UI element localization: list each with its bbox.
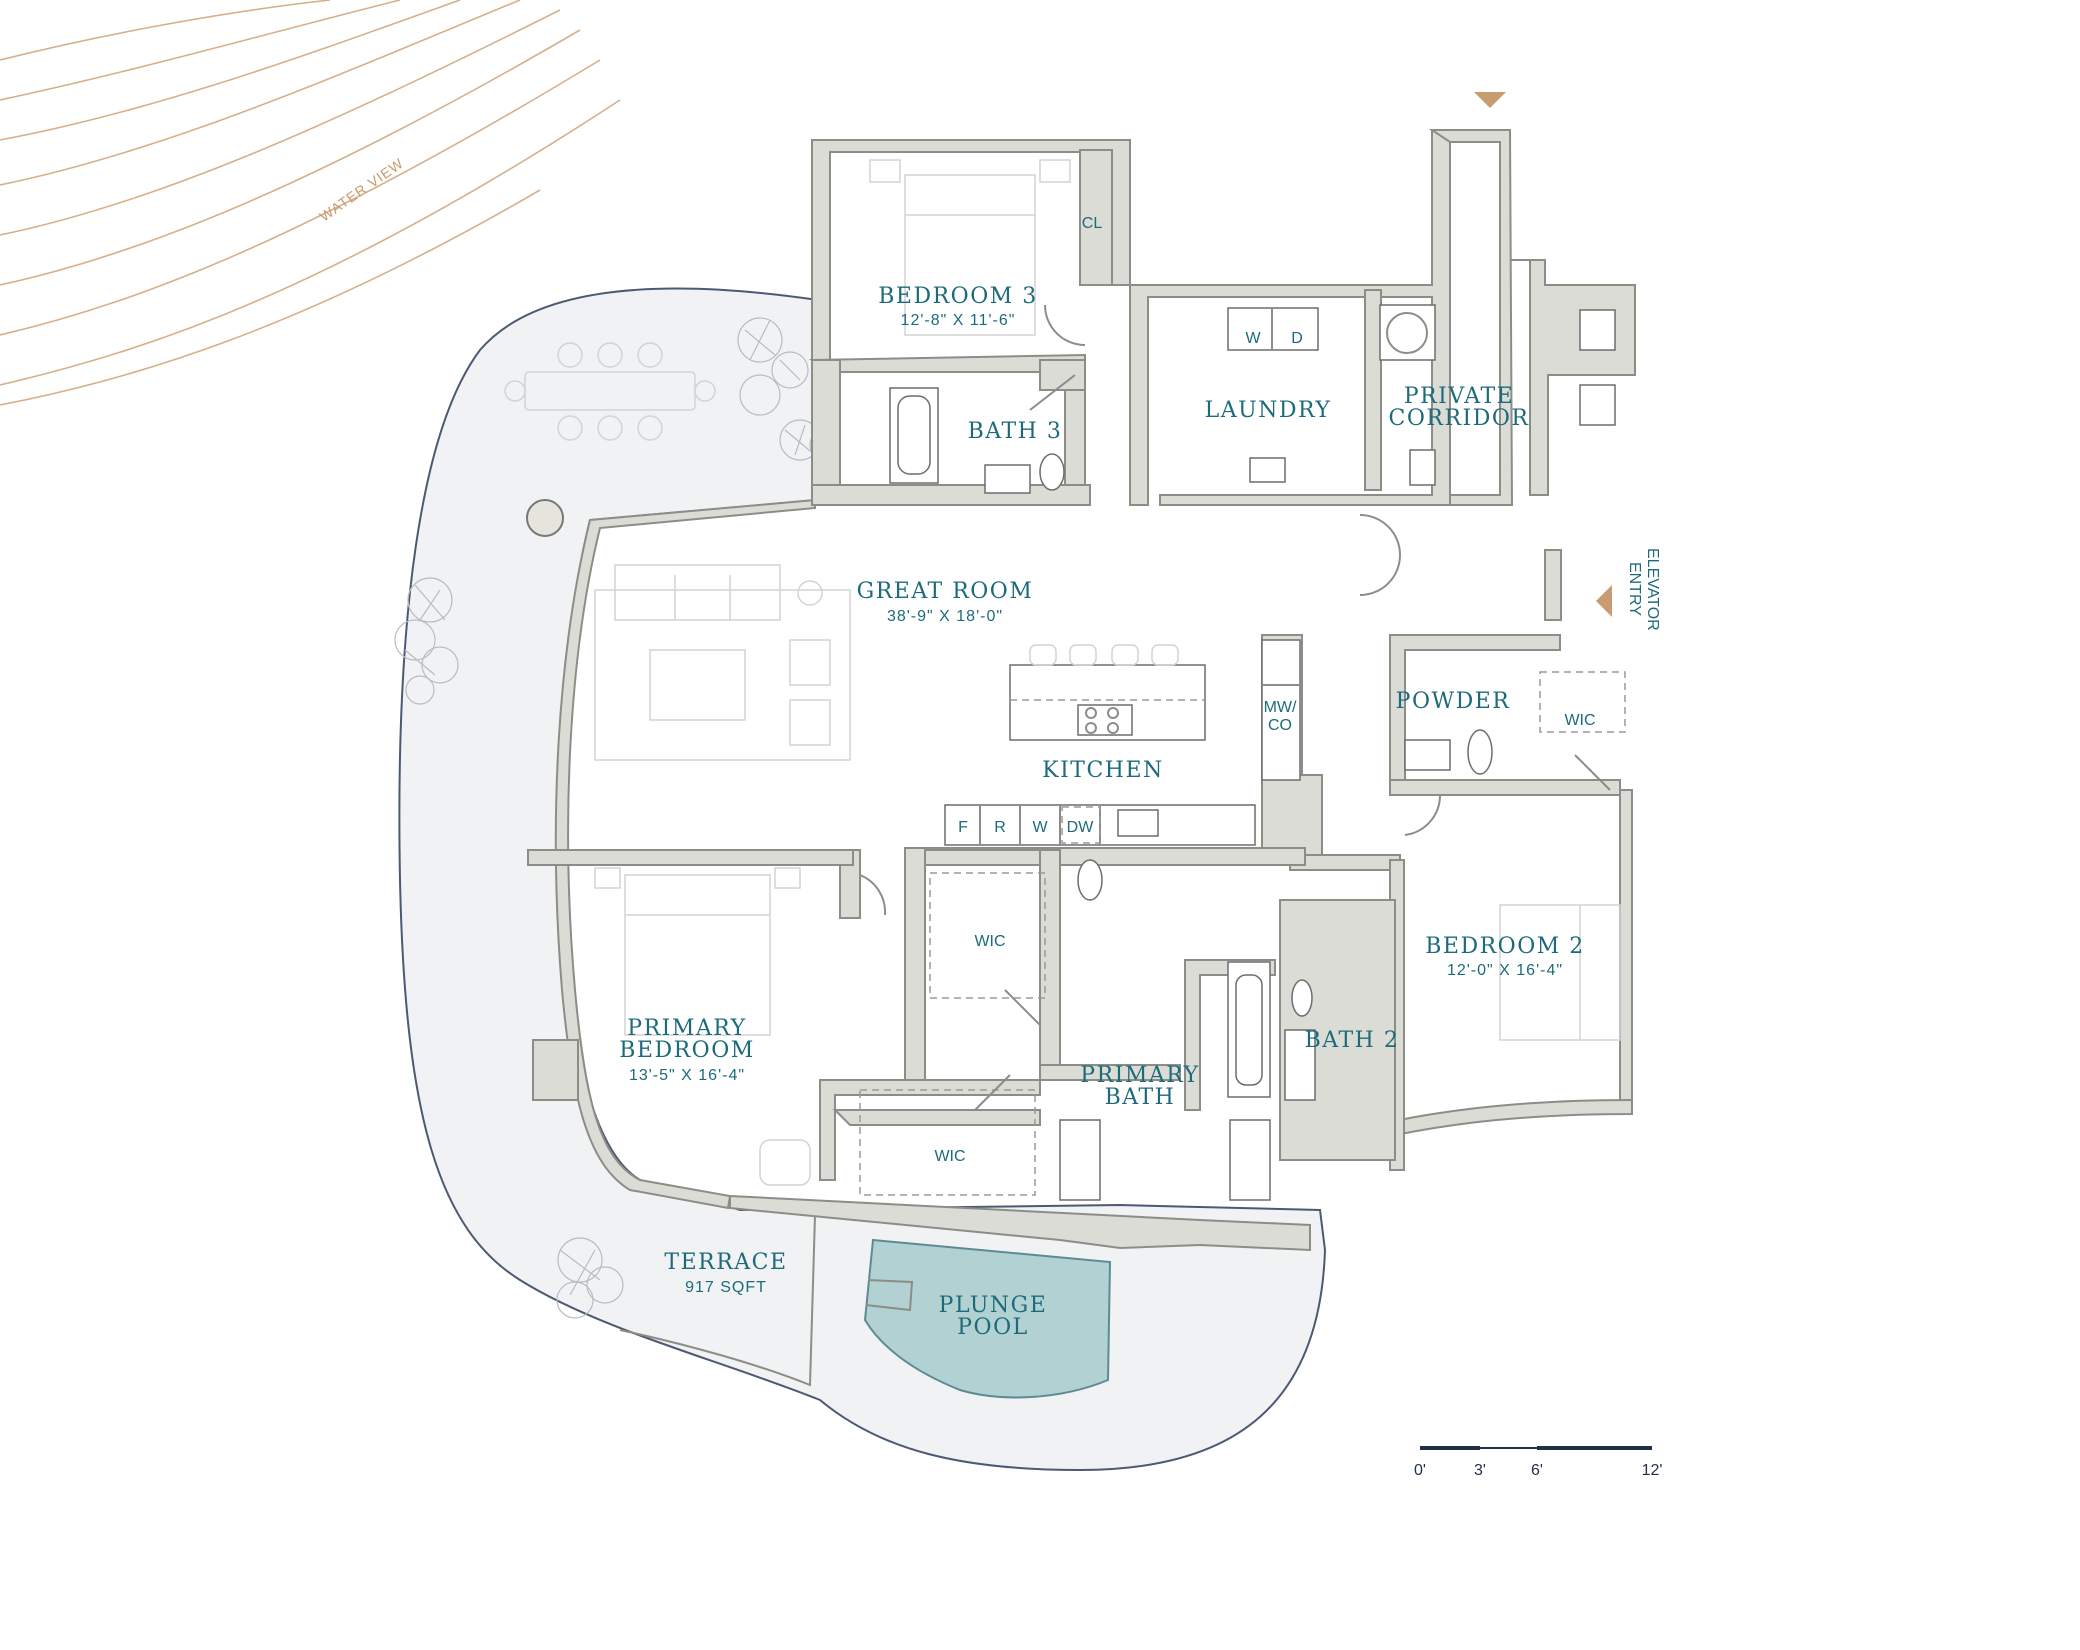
primary-bedroom-label-2: BEDROOM — [619, 1038, 755, 1063]
appliance-range: R — [994, 819, 1006, 836]
terrace-plants — [394, 317, 841, 1319]
core-walls — [527, 634, 1621, 1181]
private-corridor-label-1: PRIVATE — [1404, 384, 1514, 409]
kitchen-label: KITCHEN — [1042, 758, 1164, 783]
water-contours — [0, 0, 621, 406]
laundry-label: LAUNDRY — [1205, 398, 1332, 423]
plunge-pool — [863, 1238, 1112, 1399]
closet-label: CL — [1082, 215, 1103, 232]
scale-label-12: 12' — [1642, 1462, 1663, 1479]
exterior-walls — [554, 498, 1633, 1252]
primary-bath-label-1: PRIMARY — [1080, 1063, 1199, 1088]
wic-primary-bottom-label: WIC — [934, 1148, 965, 1165]
washer-label: W — [1245, 330, 1261, 347]
primary-bedroom-dims: 13'-5" X 16'-4" — [629, 1067, 745, 1084]
scale-label-3: 3' — [1474, 1462, 1486, 1479]
microwave-label-1: MW/ — [1264, 699, 1297, 716]
elevator-entry-label-2: ENTRY — [1626, 562, 1643, 616]
doors — [859, 304, 1611, 1111]
bedroom2-label: BEDROOM 2 — [1425, 934, 1585, 959]
appliance-dishwasher: DW — [1067, 819, 1095, 836]
entry-arrow-top — [1474, 92, 1506, 108]
great-room-dims: 38'-9" X 18'-0" — [887, 608, 1003, 625]
great-room-label: GREAT ROOM — [857, 579, 1034, 604]
powder-label: POWDER — [1396, 689, 1511, 714]
primary-bath-label-2: BATH — [1105, 1085, 1176, 1110]
private-corridor-label-2: CORRIDOR — [1389, 406, 1530, 431]
terrace-label: TERRACE — [664, 1250, 787, 1275]
microwave-label-2: CO — [1268, 717, 1292, 734]
plunge-pool-label-1: PLUNGE — [939, 1293, 1048, 1318]
bedroom-furniture — [594, 159, 1621, 1186]
terrace-dining-set — [504, 342, 716, 441]
terrace-rail — [619, 1214, 816, 1387]
pool-steps — [865, 1279, 914, 1312]
elevator-entry-label-1: ELEVATOR — [1644, 548, 1661, 631]
elevator-entry-arrow — [1596, 585, 1612, 617]
bedroom3-walls — [808, 139, 1131, 506]
wic-bed2-label: WIC — [1564, 712, 1595, 729]
terrace-planter — [526, 499, 564, 537]
scale-bar: 0' 3' 6' 12' — [1414, 1446, 1662, 1479]
kitchen-counters — [944, 639, 1301, 846]
living-furniture — [594, 564, 851, 761]
terrace-area-label: 917 SQFT — [685, 1279, 767, 1296]
dryer-label: D — [1291, 330, 1303, 347]
bedroom3-label: BEDROOM 3 — [878, 284, 1038, 309]
primary-bedroom-label-1: PRIMARY — [627, 1016, 746, 1041]
appliance-fridge: F — [958, 819, 968, 836]
laundry-walls — [1129, 129, 1636, 621]
bedroom2-dims: 12'-0" X 16'-4" — [1447, 962, 1563, 979]
wic-primary-top-label: WIC — [974, 933, 1005, 950]
bath2-label: BATH 2 — [1305, 1028, 1400, 1053]
terrace-area — [398, 287, 1327, 1472]
appliance-wine: W — [1032, 819, 1048, 836]
scale-label-0: 0' — [1414, 1462, 1426, 1479]
plunge-pool-label-2: POOL — [957, 1315, 1028, 1340]
bath3-label: BATH 3 — [968, 419, 1063, 444]
bedroom3-dims: 12'-8" X 11'-6" — [901, 312, 1016, 329]
scale-label-6: 6' — [1531, 1462, 1543, 1479]
bath-fixtures — [859, 304, 1626, 1201]
